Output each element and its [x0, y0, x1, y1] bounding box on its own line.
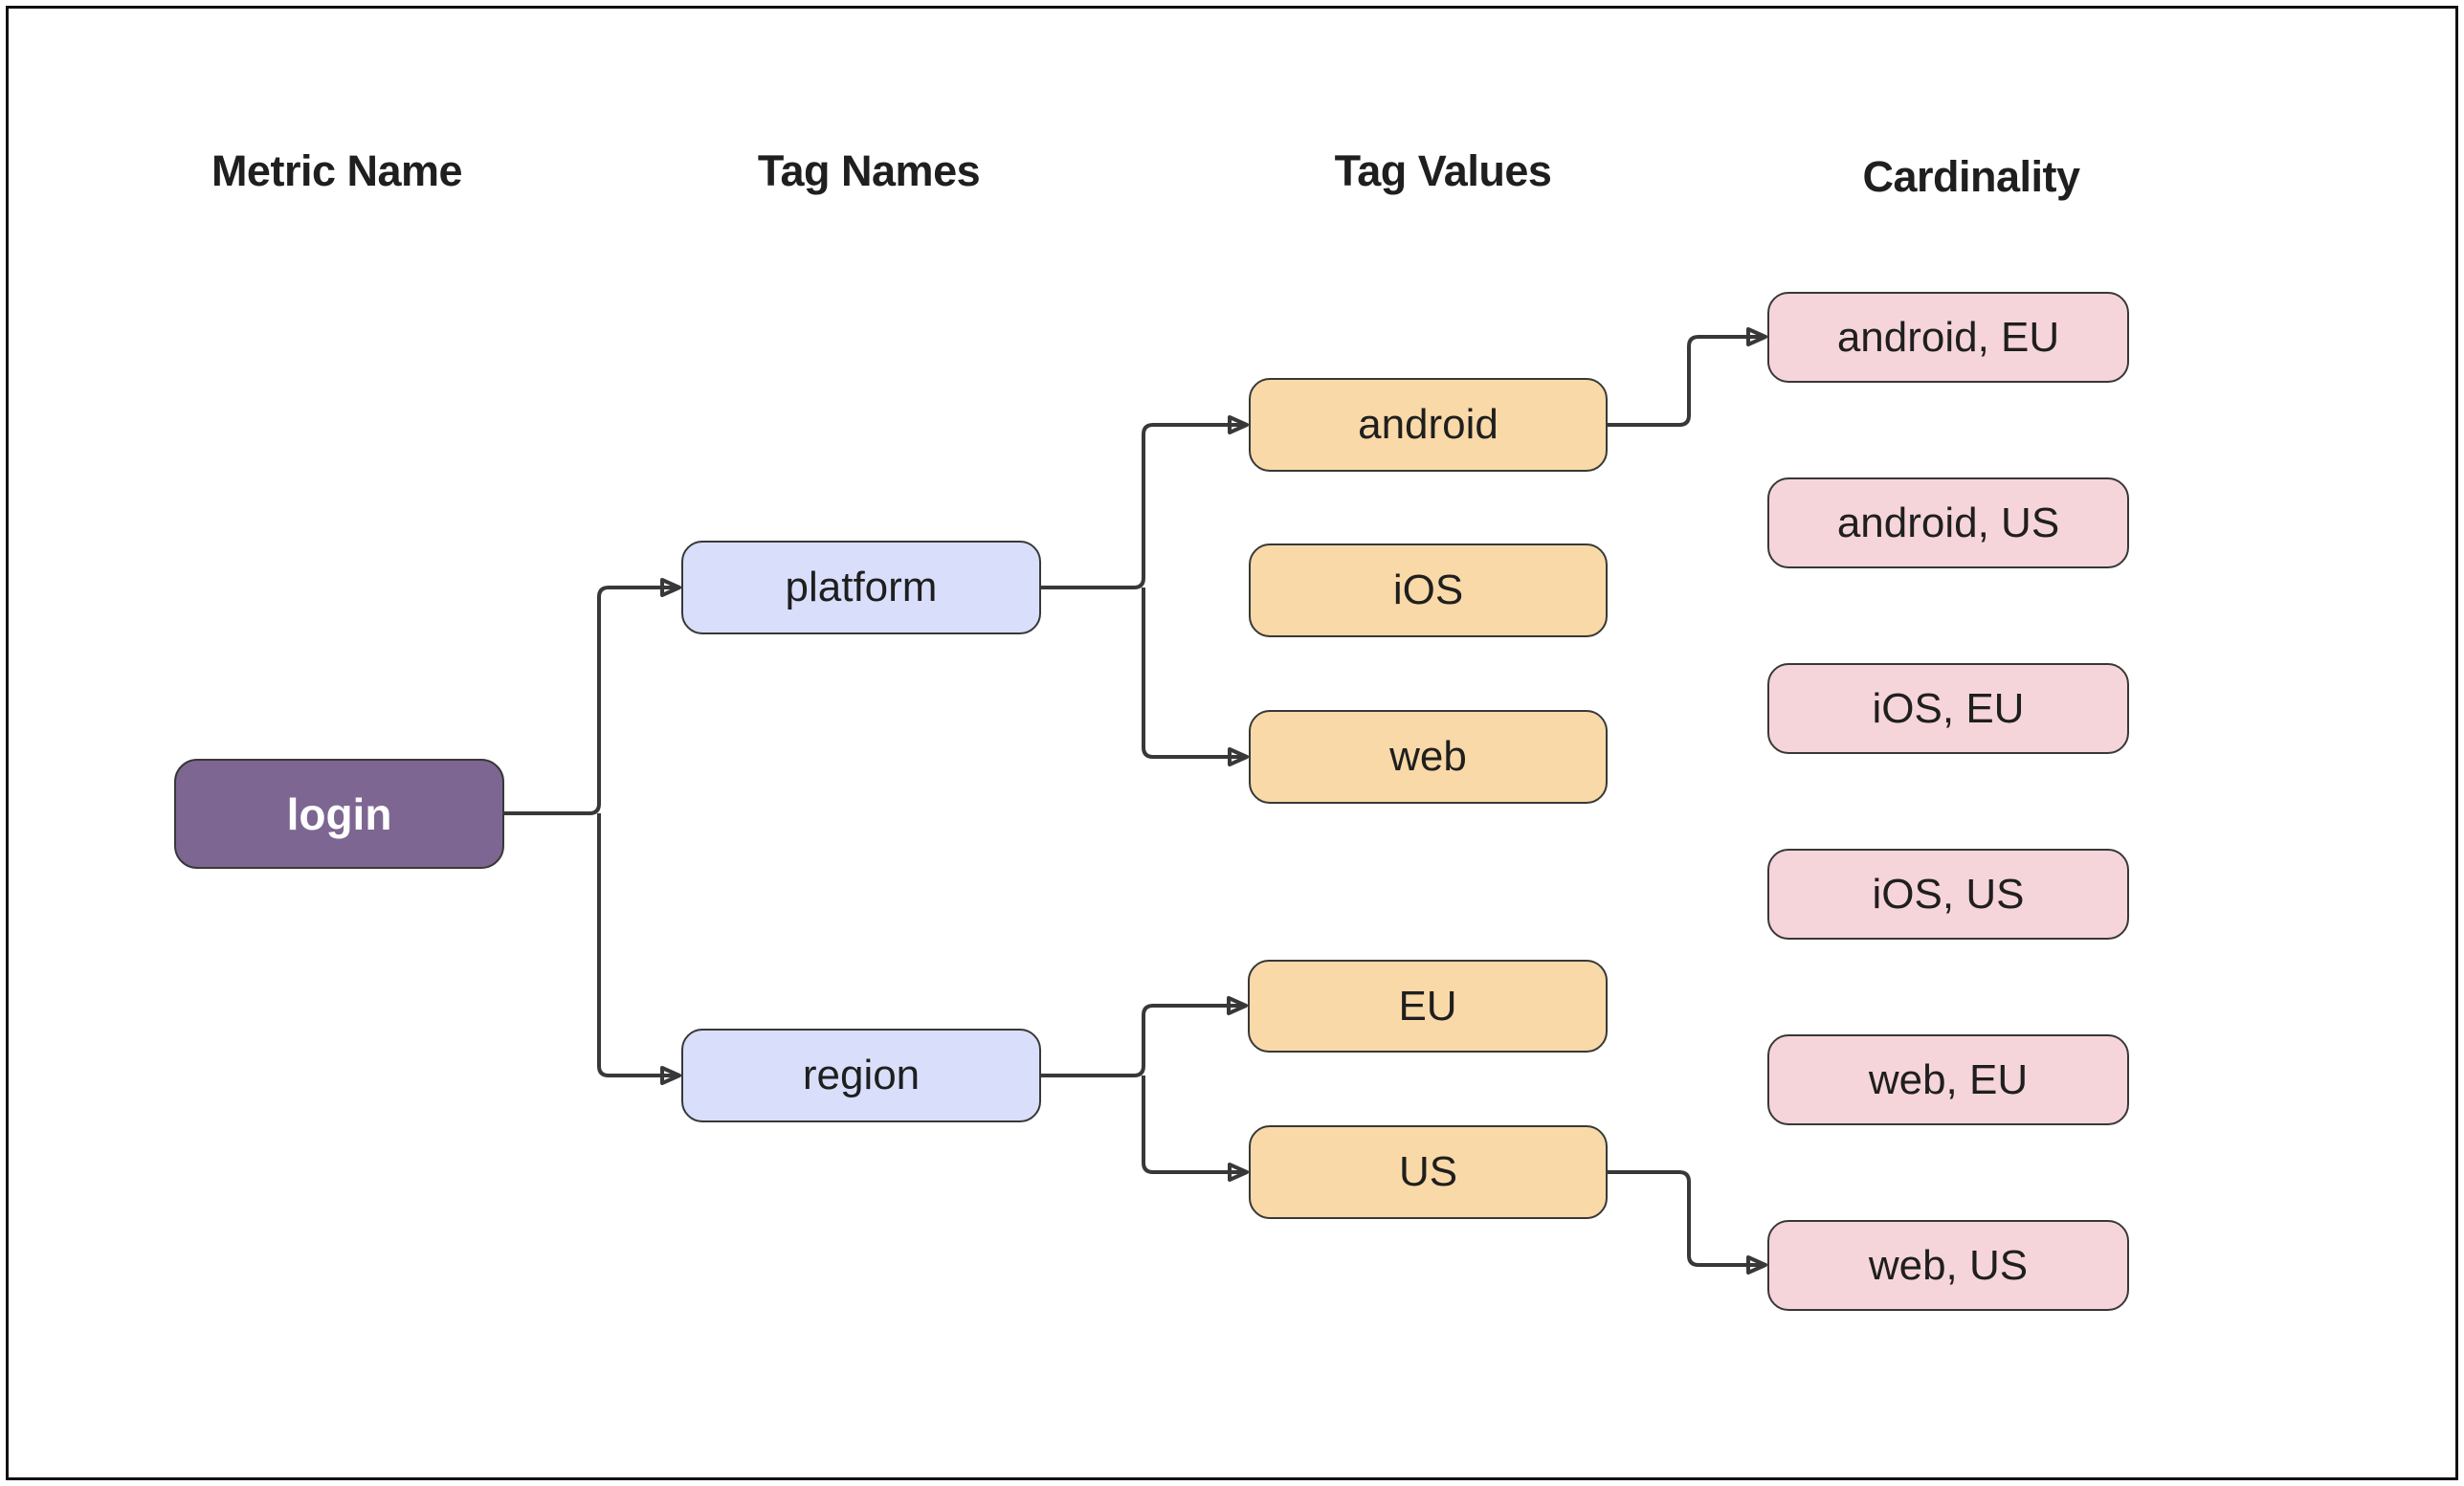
- column-header-tag-values: Tag Values: [1334, 146, 1552, 195]
- node-ios-eu-label: iOS, EU: [1872, 684, 2025, 732]
- node-region-label: region: [802, 1052, 921, 1098]
- node-platform-label: platform: [785, 564, 938, 610]
- node-android-eu-label: android, EU: [1836, 313, 2060, 361]
- node-ios-us-label: iOS, US: [1872, 870, 2025, 918]
- node-web-eu-label: web, EU: [1868, 1055, 2029, 1103]
- node-web-eu: web, EU: [1767, 1034, 2129, 1125]
- node-eu-label: EU: [1398, 982, 1457, 1030]
- node-platform: platform: [681, 541, 1041, 634]
- node-android-eu: android, EU: [1767, 292, 2129, 383]
- edge-platform-android: [1041, 415, 1249, 589]
- node-ios: iOS: [1249, 543, 1608, 637]
- edge-region-eu: [1041, 996, 1248, 1077]
- node-eu: EU: [1248, 960, 1608, 1053]
- edge-region-us: [1142, 1076, 1249, 1182]
- column-header-cardinality: Cardinality: [1862, 152, 2080, 201]
- node-region: region: [681, 1029, 1041, 1122]
- node-ios-eu: iOS, EU: [1767, 663, 2129, 754]
- node-login-label: login: [286, 788, 392, 839]
- node-android: android: [1249, 378, 1608, 472]
- node-ios-us: iOS, US: [1767, 849, 2129, 940]
- node-web: web: [1249, 710, 1608, 804]
- edge-android-android-eu: [1608, 327, 1767, 427]
- node-web-us: web, US: [1767, 1220, 2129, 1311]
- node-android-us-label: android, US: [1836, 499, 2060, 546]
- column-header-metric-name: Metric Name: [211, 146, 463, 195]
- node-us-label: US: [1398, 1148, 1458, 1195]
- node-web-label: web: [1389, 733, 1467, 780]
- edge-us-web-us: [1608, 1170, 1767, 1275]
- node-us: US: [1249, 1125, 1608, 1219]
- node-android-label: android: [1358, 401, 1498, 448]
- column-header-tag-names: Tag Names: [757, 146, 981, 195]
- edge-platform-web: [1142, 588, 1249, 766]
- edge-login-platform: [504, 578, 681, 815]
- edge-login-region: [597, 813, 681, 1085]
- node-ios-label: iOS: [1392, 566, 1464, 613]
- node-web-us-label: web, US: [1868, 1241, 2029, 1289]
- node-login: login: [174, 759, 504, 869]
- node-android-us: android, US: [1767, 477, 2129, 568]
